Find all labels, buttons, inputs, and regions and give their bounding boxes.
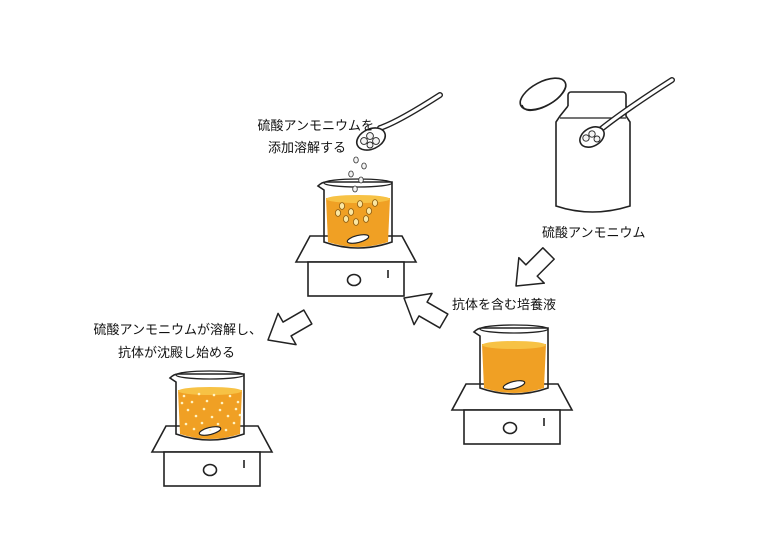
dissolving-particles [334,199,378,226]
spoon-with-powder [355,92,443,151]
jar-spoon [579,77,675,148]
add-label-line2: 添加溶解する [267,141,346,156]
result-label-line2: 抗体が沈殿し始める [117,346,235,361]
falling-particles [348,156,367,193]
reagent-label: 硫酸アンモニウム [542,226,646,241]
culture-label: 抗体を含む培養液 [452,298,557,313]
left-beaker [169,370,245,441]
arrow-top-to-result [258,300,318,357]
add-label-line1: 硫酸アンモニウムを [257,119,374,134]
reagent-jar [555,91,631,213]
right-stirrer [451,383,573,445]
arrow-reagent-to-culture [502,239,563,300]
jar-lid [519,77,567,112]
precipitate-speckles [180,392,242,432]
result-label-line1: 硫酸アンモニウムが溶解し、 [93,323,262,338]
right-beaker [473,324,549,395]
